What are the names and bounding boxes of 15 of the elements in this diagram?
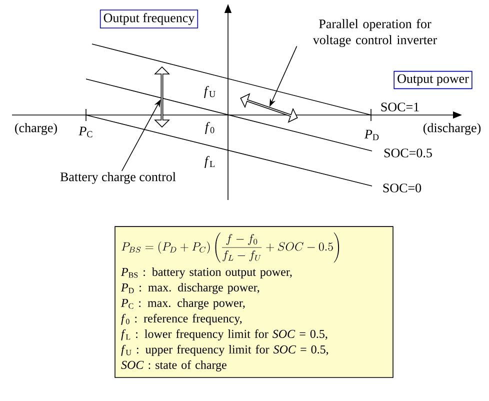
axis-tick-label: P$_{D}$ — [364, 130, 379, 140]
axis-title-box: Output frequency — [100, 10, 198, 28]
axis-title-box: Output power — [394, 70, 472, 90]
axis-end-label: (charge) — [15, 123, 57, 135]
axis-tick-label: f$_{L}$ — [204, 156, 215, 168]
line-label: SOC=0.5 — [384, 148, 432, 158]
annotation-text: Parallel operation for voltage control inverter — [312, 19, 437, 47]
line-label: SOC=0 — [383, 184, 422, 192]
annotation-text: Battery charge control — [60, 172, 176, 184]
axis-end-label: (discharge) — [423, 123, 481, 135]
axis-tick-label: f$_{0}$ — [205, 122, 214, 134]
axis-tick-label: f$_{U}$ — [204, 86, 216, 98]
line-label: SOC=1 — [381, 102, 419, 112]
axis-tick-label: P$_{C}$ — [78, 126, 92, 138]
formula-box: $P_{BS}=(P_{D}+P_{C})\left(\frac{f-f_{0}}{f_{L}-f_{U}}+SOC-0.5\right)$ P$_{BS}$ : battery station output power, P$_{D}$ : max. discharge power, P$_{C}$ : max. charge power, f$_{0}$ : reference frequency, f$_{L}$ : lower frequency limit for SOC = 0.5, f$_{U}$ : upper frequency limit for SOC = 0.5, SOC : state of charge — [114, 226, 394, 378]
